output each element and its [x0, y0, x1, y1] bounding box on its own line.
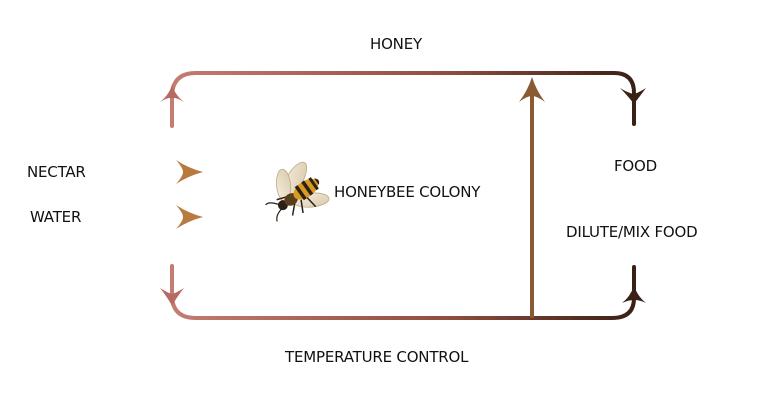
- food-label: FOOD: [614, 157, 657, 175]
- honey-label: HONEY: [370, 35, 422, 53]
- nectar-arrow: [100, 160, 203, 184]
- temperature-loop-arrowhead-right: [622, 286, 646, 303]
- water-arrow: [100, 205, 203, 229]
- honey-loop-arrowhead-right: [620, 88, 646, 104]
- water-label: WATER: [30, 208, 82, 226]
- colony-label: HONEYBEE COLONY: [334, 183, 481, 201]
- honey-loop-arrowhead-left: [160, 84, 184, 102]
- temperature-control-label: TEMPERATURE CONTROL: [285, 348, 469, 366]
- temperature-loop-arrowhead-left: [160, 288, 184, 306]
- bee-icon: [265, 161, 330, 222]
- center-vertical-arrowhead: [519, 77, 545, 102]
- honey-loop-line: [170, 71, 636, 128]
- temperature-loop-line: [170, 264, 636, 320]
- nectar-label: NECTAR: [27, 163, 86, 181]
- dilute-mix-food-label: DILUTE/MIX FOOD: [566, 223, 698, 241]
